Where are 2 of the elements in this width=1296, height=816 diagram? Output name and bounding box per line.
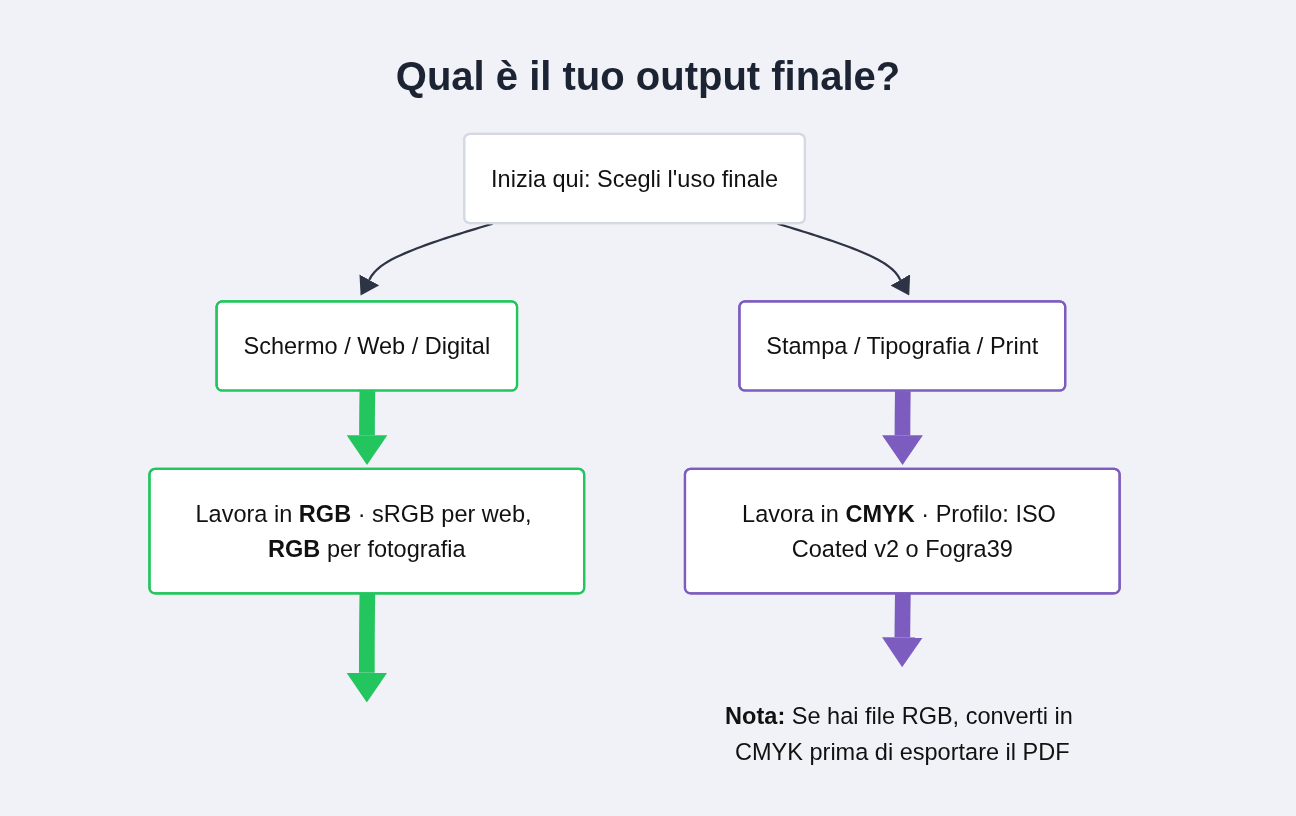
title: Qual è il tuo output finale?	[394, 53, 902, 100]
node-text: Nota: Se hai file RGB, converti in CMYK prima di esportare il PDF	[725, 703, 1073, 765]
